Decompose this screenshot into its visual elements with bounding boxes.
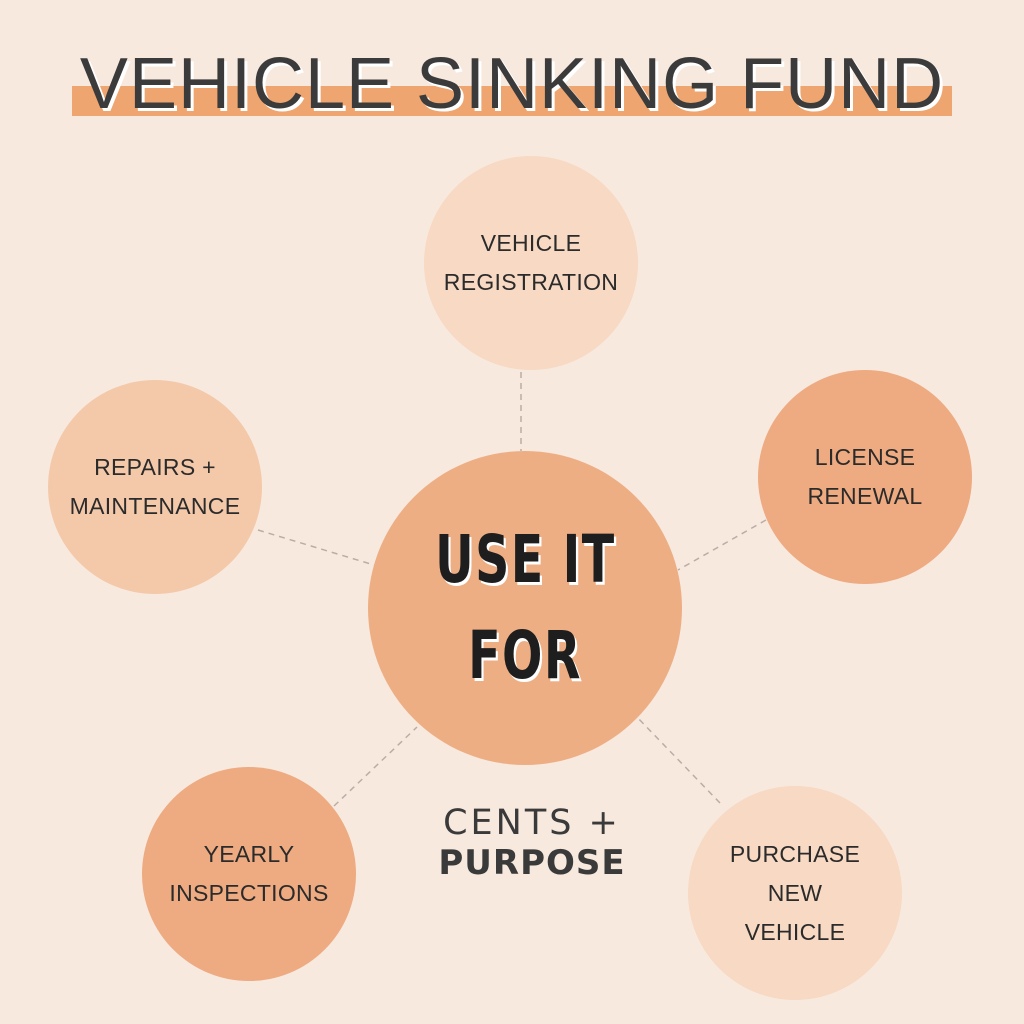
item-label-line1: REPAIRS + [94,454,216,480]
center-label-line2: FOR [468,617,582,694]
logo-bottom-text: PURPOSE [438,843,626,883]
circle-purchase-new-vehicle: PURCHASE NEW VEHICLE [688,786,902,1000]
item-label-line2: MAINTENANCE [69,493,241,519]
title-highlight-bar [72,86,952,116]
circle-vehicle-registration: VEHICLE REGISTRATION [424,156,638,370]
item-label-line1: PURCHASE [729,840,861,867]
connector-bottom-left [333,726,418,807]
connector-right [677,519,767,571]
title-area: VEHICLE SINKING FUND [0,42,1024,132]
brand-logo: CENTS + PURPOSE [432,804,632,882]
item-label-line2: INSPECTIONS [169,880,329,906]
item-label-line2: NEW [767,879,823,906]
circle-repairs-maintenance: REPAIRS + MAINTENANCE [48,380,262,594]
item-label-line1: LICENSE [814,444,916,470]
item-label-line1: YEARLY [203,841,295,867]
circle-license-renewal: LICENSE RENEWAL [758,370,972,584]
item-label-line2: RENEWAL [807,483,923,509]
item-label-line2: REGISTRATION [443,269,619,295]
logo-top-text: CENTS + [443,803,621,843]
circle-yearly-inspections: YEARLY INSPECTIONS [142,767,356,981]
connector-left [257,529,375,566]
center-label-line1: USE IT [434,521,616,598]
connector-bottom-right [634,714,721,804]
item-label-line3: VEHICLE [744,918,846,945]
center-circle: USE IT FOR [368,451,682,765]
item-label-line1: VEHICLE [480,230,582,256]
page-title: VEHICLE SINKING FUND [79,44,945,124]
